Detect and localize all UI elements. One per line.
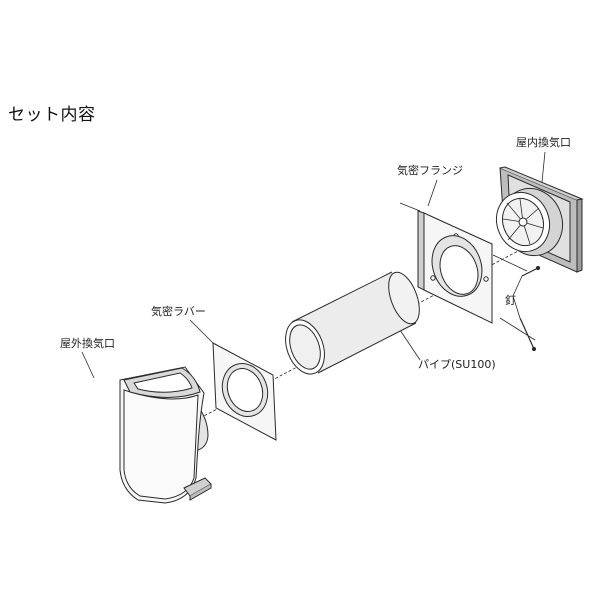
label-outdoor-vent: 屋外換気口	[60, 337, 115, 350]
label-nail: 釘	[505, 294, 516, 307]
indoor-vent	[496, 166, 584, 273]
nail-icon	[519, 265, 541, 352]
pipe-su100	[285, 271, 420, 375]
airtight-rubber	[212, 342, 277, 441]
label-airtight-flange: 気密フランジ	[397, 164, 463, 177]
label-indoor-vent: 屋内換気口	[516, 136, 571, 149]
outdoor-vent-hood	[119, 366, 212, 504]
label-pipe: パイプ(SU100)	[418, 358, 496, 371]
leader-lines	[81, 151, 546, 379]
airtight-flange	[417, 210, 493, 324]
page-title: セット内容	[8, 105, 96, 125]
label-airtight-rubber: 気密ラバー	[151, 305, 206, 318]
